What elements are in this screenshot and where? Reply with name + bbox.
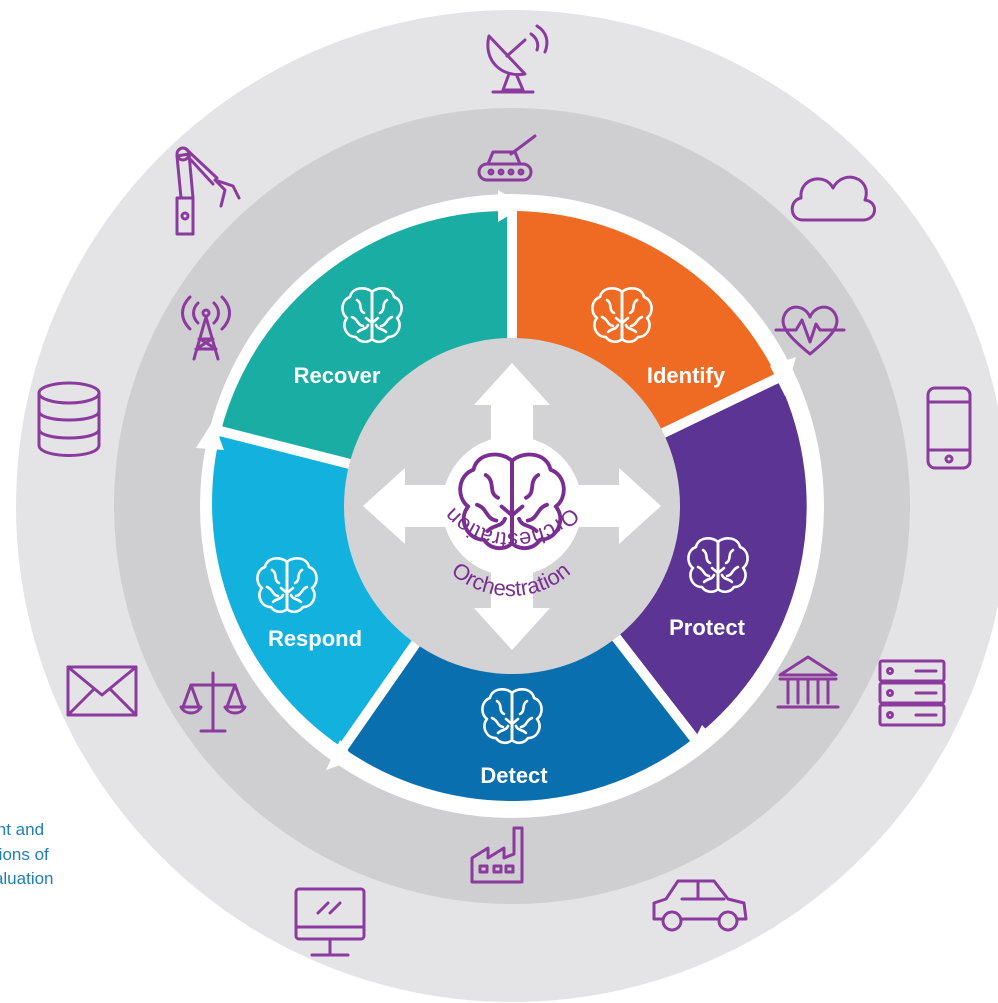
arrow-to-detect <box>688 725 716 752</box>
server-rack-icon <box>878 659 946 727</box>
cloud-icon <box>790 175 876 222</box>
arrow-to-respond <box>326 740 355 770</box>
caption-line: . <box>0 892 116 917</box>
protect-label: Protect <box>669 615 745 640</box>
satellite-dish-icon <box>486 24 549 94</box>
database-icon <box>37 381 101 457</box>
car-icon <box>652 879 748 932</box>
heartbeat-icon <box>774 305 846 356</box>
caption-line: evaluation <box>0 869 54 888</box>
arrow-to-identify <box>498 190 525 222</box>
detect-label: Detect <box>480 763 548 788</box>
envelope-icon <box>66 665 138 717</box>
respond-label: Respond <box>268 626 362 651</box>
identify-label: Identify <box>647 363 726 388</box>
tank-icon <box>477 134 537 182</box>
factory-icon <box>470 826 524 884</box>
bank-icon <box>776 655 840 709</box>
cell-tower-icon <box>181 295 231 361</box>
caption-line: rrent and <box>0 820 45 839</box>
caption-text: rrent and nctions of evaluation . <box>0 818 140 916</box>
cycle-arrows <box>196 190 796 770</box>
arrow-to-recover <box>196 421 224 450</box>
scales-icon <box>179 671 247 733</box>
recover-label: Recover <box>294 363 381 388</box>
monitor-icon <box>294 887 366 957</box>
robot-arm-icon <box>175 146 241 236</box>
smartphone-icon <box>926 386 972 470</box>
arrow-to-protect <box>770 357 796 396</box>
caption-line: nctions of <box>0 844 49 864</box>
